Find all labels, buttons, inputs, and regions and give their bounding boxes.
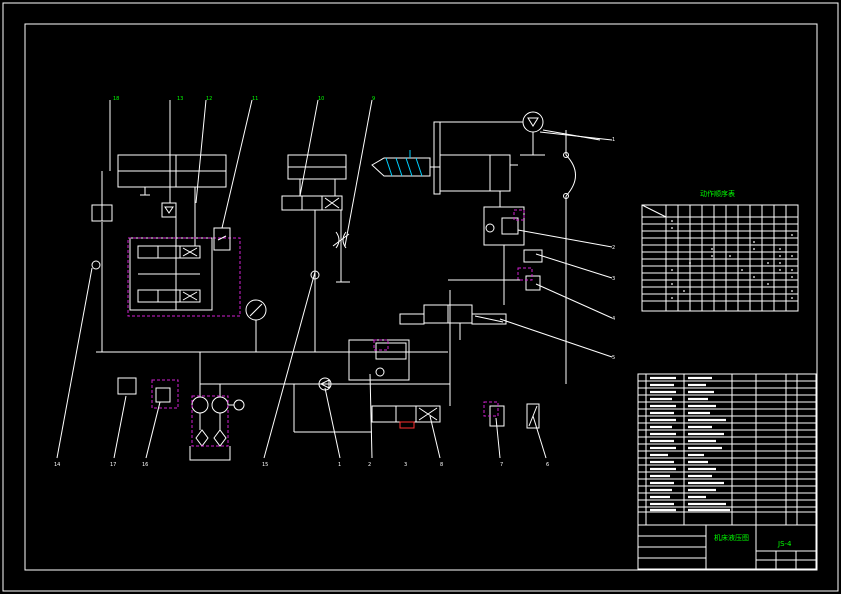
callout-15: 15 bbox=[262, 462, 268, 468]
leader-lines bbox=[56, 99, 613, 459]
callout-14: 14 bbox=[54, 462, 60, 468]
title-block: 机床液压图 JS-4 bbox=[637, 524, 817, 570]
callout-13: 13 bbox=[177, 96, 183, 102]
callout-16: 16 bbox=[142, 462, 148, 468]
callout-8: 8 bbox=[440, 462, 443, 468]
callout-6: 6 bbox=[546, 462, 549, 468]
callout-1: 1 bbox=[612, 137, 615, 143]
right-circuit bbox=[371, 111, 601, 384]
callout-10: 10 bbox=[318, 96, 324, 102]
callout-12: 12 bbox=[206, 96, 212, 102]
title-block-code: JS-4 bbox=[777, 540, 792, 548]
callout-2: 2 bbox=[612, 245, 615, 251]
callout-17: 17 bbox=[110, 462, 116, 468]
title-block-name: 机床液压图 bbox=[714, 533, 749, 542]
callout-5: 5 bbox=[612, 355, 615, 361]
callout-18: 18 bbox=[113, 96, 119, 102]
callout-labels: 18 13 12 11 10 9 1 2 3 4 5 6 7 8 14 17 1… bbox=[54, 96, 615, 468]
callout-ba: 1 bbox=[338, 462, 341, 468]
parts-list bbox=[637, 373, 817, 526]
callout-4: 4 bbox=[612, 316, 615, 322]
callout-bb: 2 bbox=[368, 462, 371, 468]
callout-9: 9 bbox=[372, 96, 375, 102]
callout-3: 3 bbox=[612, 276, 615, 282]
callout-bc: 3 bbox=[404, 462, 407, 468]
callout-11: 11 bbox=[252, 96, 258, 102]
drawing-frame bbox=[24, 23, 818, 571]
action-sequence-table: 动作顺序表 bbox=[641, 189, 799, 312]
centre-circuit bbox=[281, 154, 540, 433]
callout-7: 7 bbox=[500, 462, 503, 468]
action-table-title: 动作顺序表 bbox=[700, 189, 735, 198]
left-circuit bbox=[91, 100, 450, 461]
